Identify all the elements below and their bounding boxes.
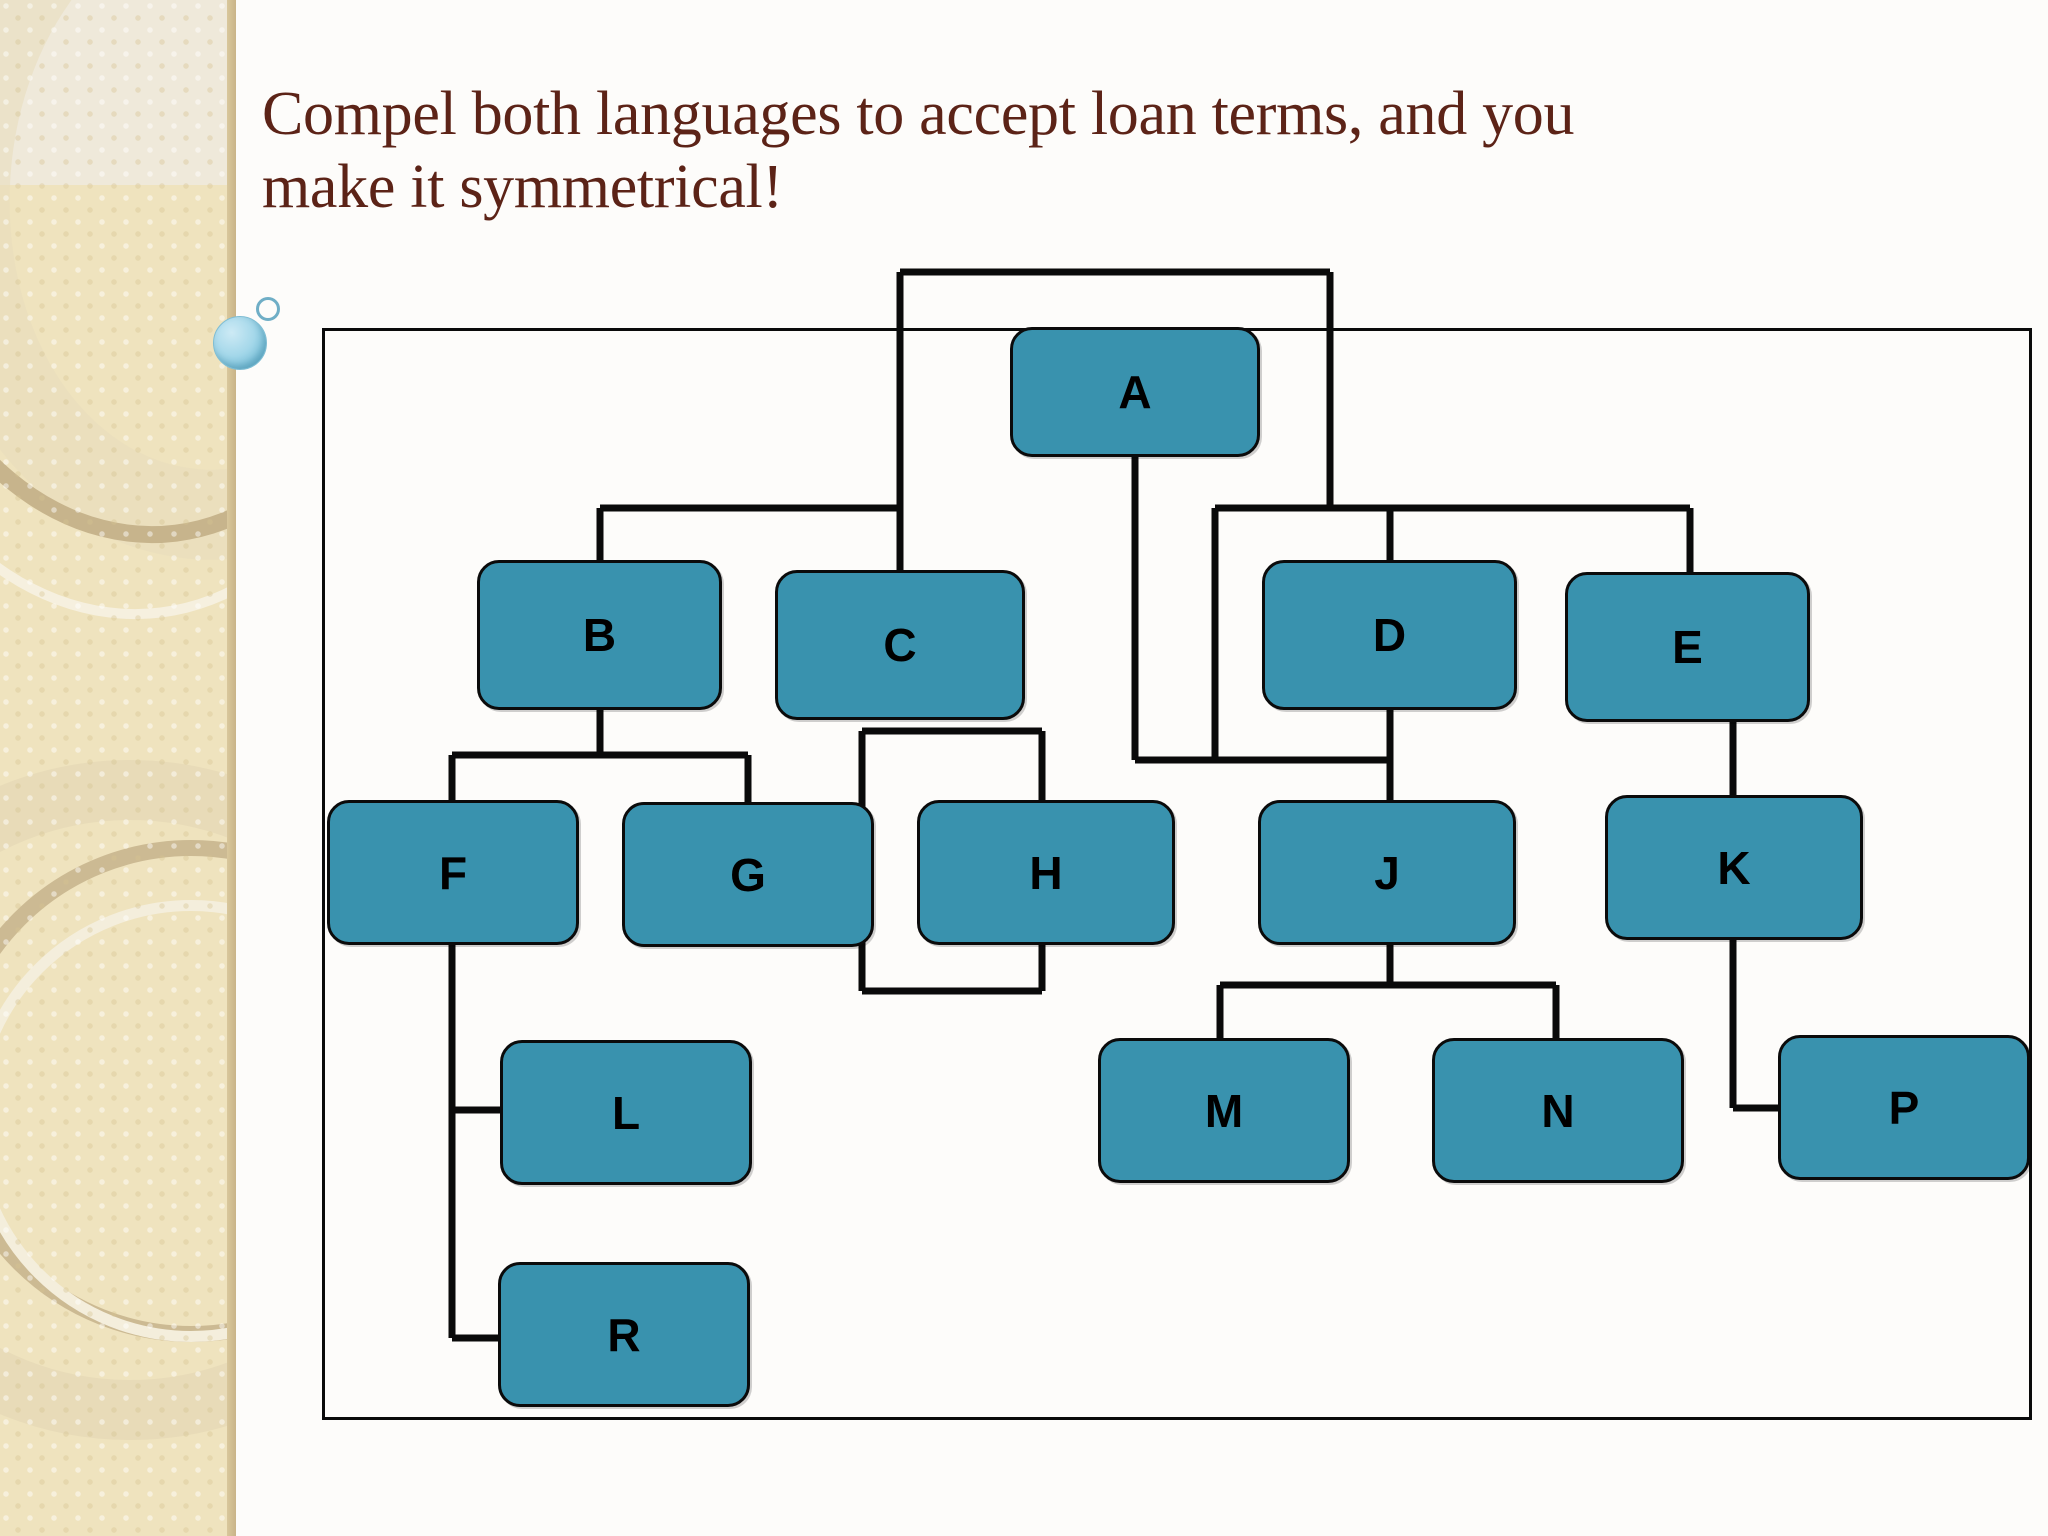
diagram-node-label: F xyxy=(438,846,468,899)
diagram-node-a[interactable]: A xyxy=(1010,327,1260,457)
bubble-large-icon xyxy=(213,316,267,370)
diagram-node-label: L xyxy=(611,1086,641,1139)
diagram-node-f[interactable]: F xyxy=(327,800,579,945)
diagram-node-j[interactable]: J xyxy=(1258,800,1516,945)
diagram-node-label: D xyxy=(1372,609,1407,661)
band-top-light-panel xyxy=(0,0,236,185)
diagram-node-g[interactable]: G xyxy=(622,802,874,947)
diagram-node-label: J xyxy=(1374,846,1400,899)
diagram-node-label: H xyxy=(1029,846,1063,899)
diagram-node-n[interactable]: N xyxy=(1432,1038,1684,1183)
band-right-edge xyxy=(227,0,236,1536)
diagram-node-label: R xyxy=(607,1308,641,1361)
diagram-node-r[interactable]: R xyxy=(498,1262,750,1407)
diagram-node-e[interactable]: E xyxy=(1565,572,1810,722)
diagram-node-p[interactable]: P xyxy=(1778,1035,2030,1180)
diagram-node-h[interactable]: H xyxy=(917,800,1175,945)
band-texture-pattern xyxy=(0,0,236,1536)
diagram-node-m[interactable]: M xyxy=(1098,1038,1350,1183)
diagram-node-label: M xyxy=(1204,1084,1244,1137)
diagram-node-label: G xyxy=(730,848,766,901)
diagram-node-label: C xyxy=(883,619,917,671)
diagram-node-c[interactable]: C xyxy=(775,570,1025,720)
diagram-node-label: E xyxy=(1672,621,1703,673)
theme-decoration-band xyxy=(0,0,236,1536)
diagram-node-d[interactable]: D xyxy=(1262,560,1517,710)
page-title: Compel both languages to accept loan ter… xyxy=(262,80,1590,222)
diagram-node-label: K xyxy=(1717,841,1751,894)
diagram-node-label: B xyxy=(582,609,617,661)
bubble-small-ring-icon xyxy=(256,297,280,321)
diagram-node-b[interactable]: B xyxy=(477,560,722,710)
diagram-node-label: A xyxy=(1118,366,1152,418)
diagram-node-label: N xyxy=(1541,1084,1575,1137)
diagram-node-l[interactable]: L xyxy=(500,1040,752,1185)
diagram-node-label: P xyxy=(1888,1081,1920,1134)
diagram-node-k[interactable]: K xyxy=(1605,795,1863,940)
